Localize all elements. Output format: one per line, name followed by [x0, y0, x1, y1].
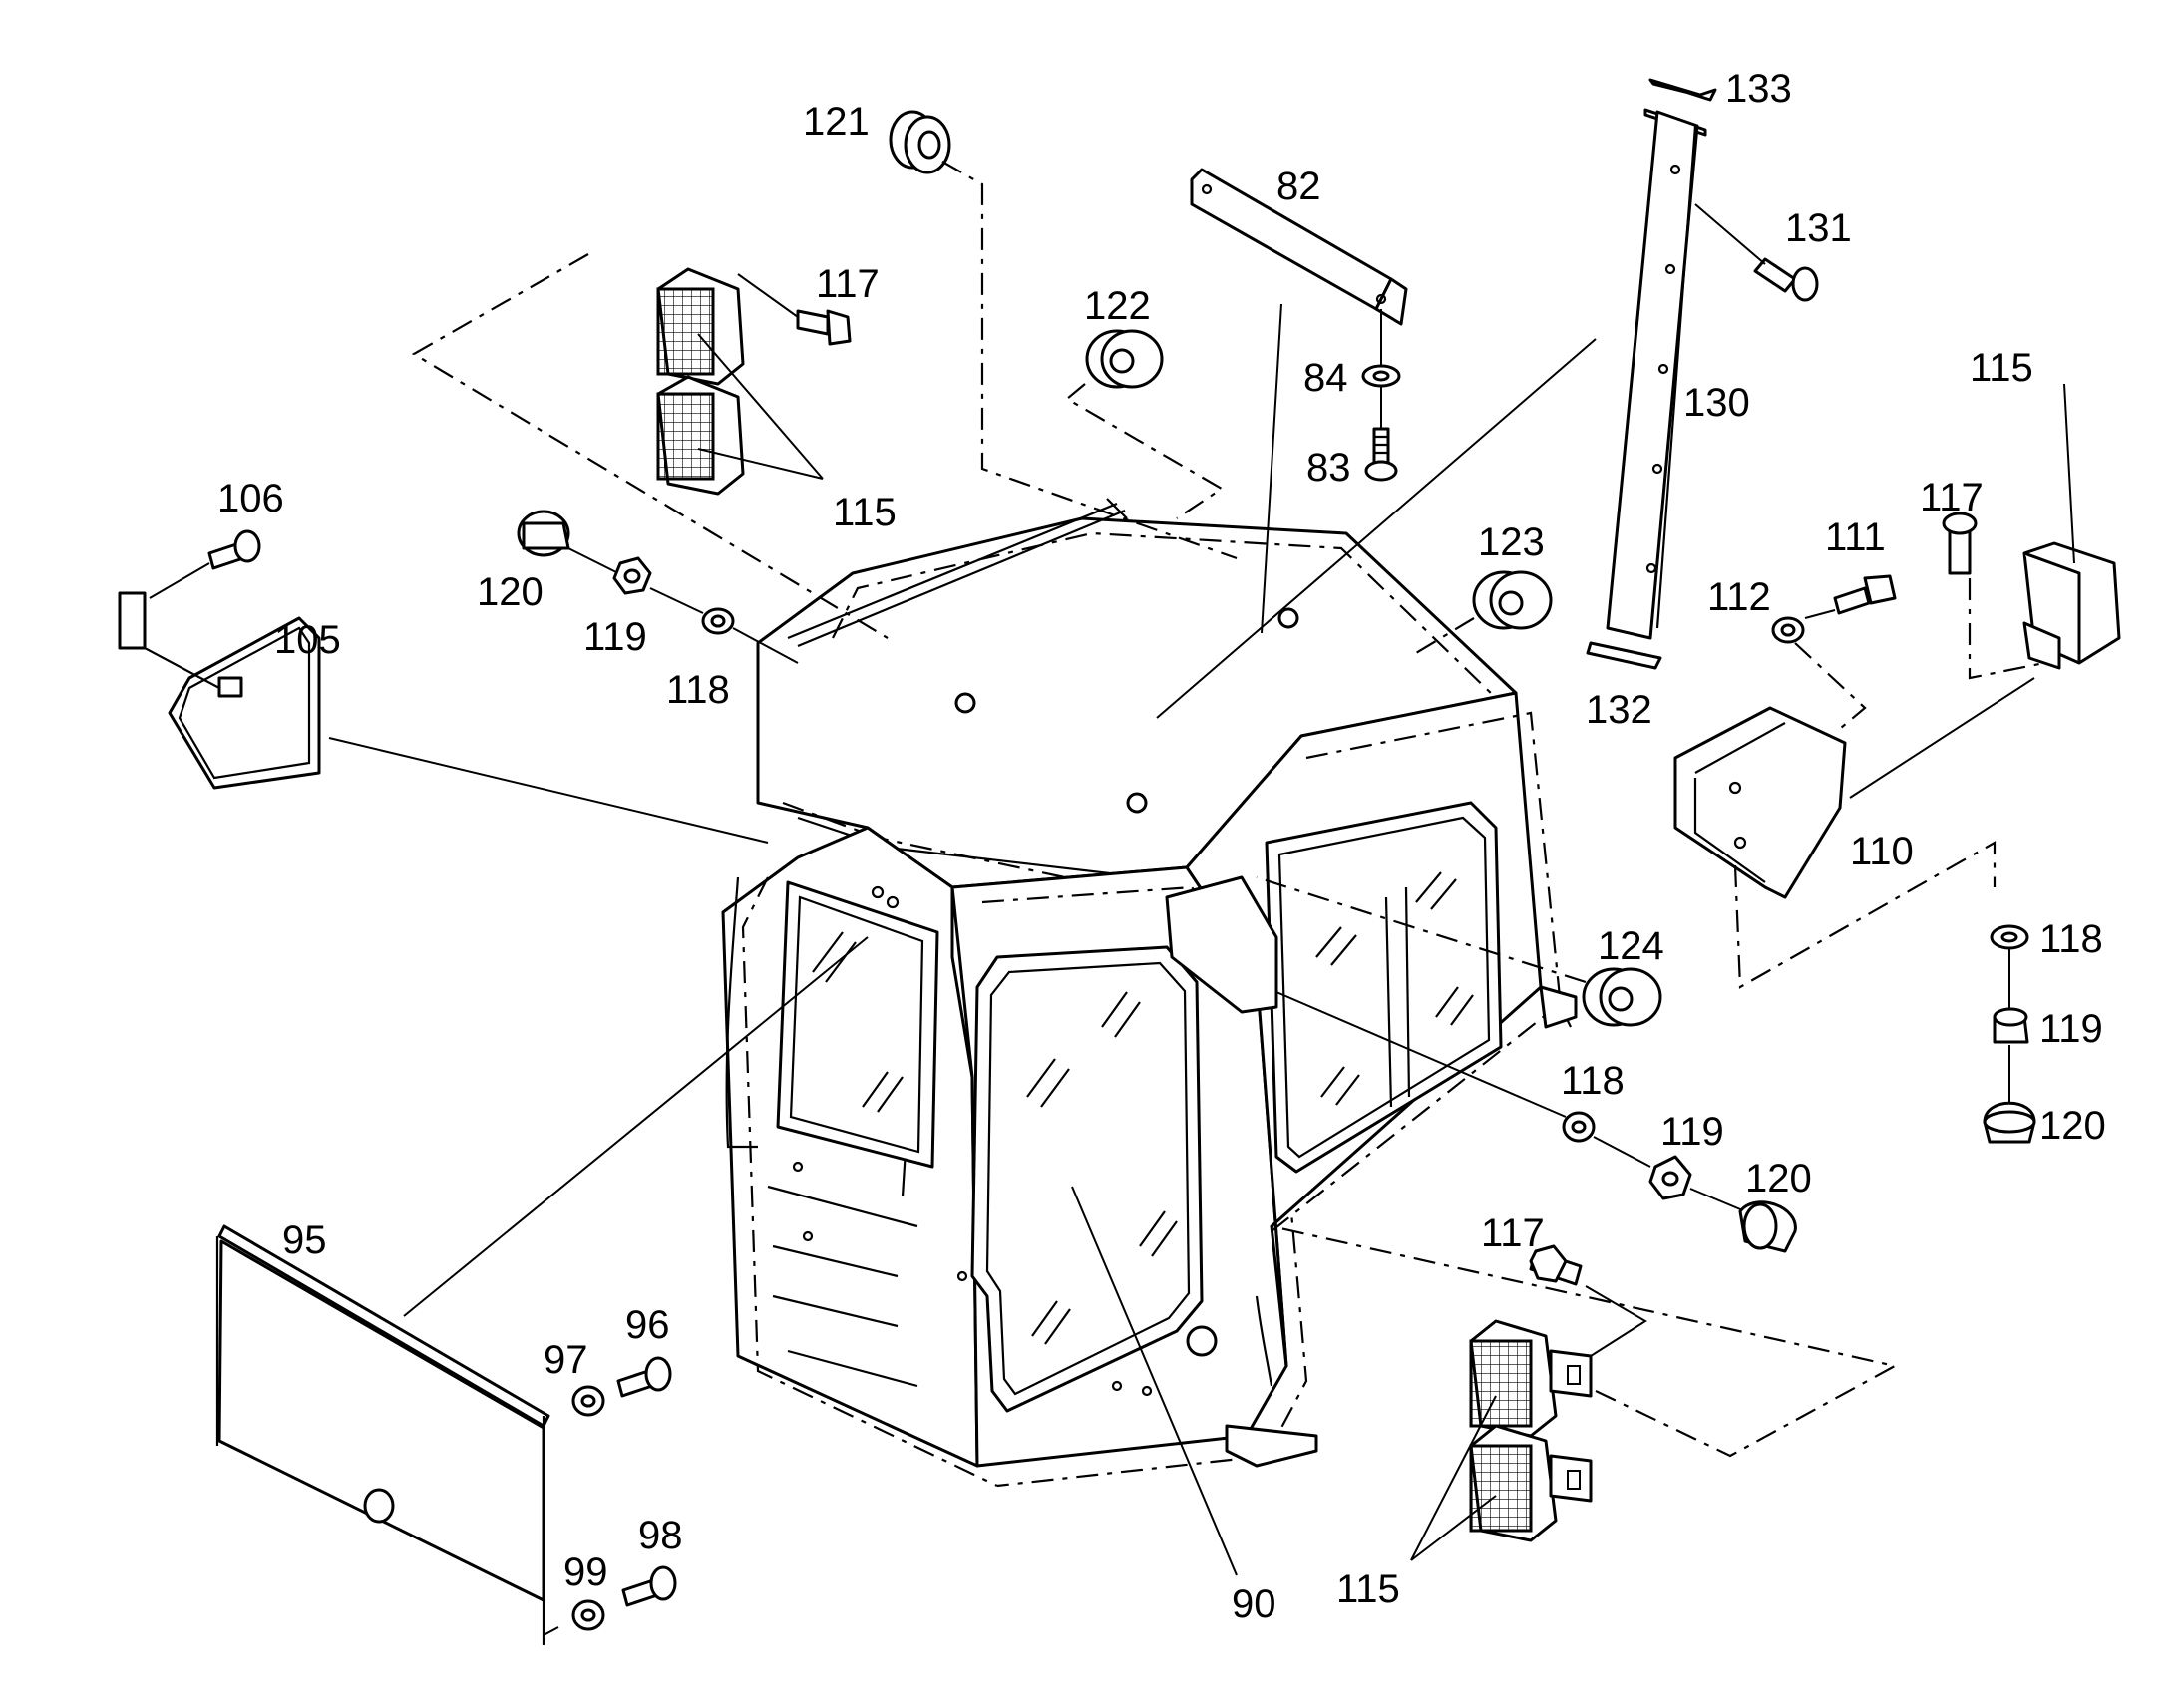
work-lamp-pair-top	[656, 267, 824, 496]
cover-110	[1673, 677, 2035, 989]
sunshade-95	[215, 936, 869, 1645]
grommet-124	[1256, 875, 1662, 1027]
callout-131: 131	[1785, 206, 1852, 250]
nut-119-mid	[1648, 1155, 1746, 1212]
washer-118-left	[701, 607, 799, 664]
bolt-111	[1804, 574, 1897, 619]
grommet-121	[889, 110, 1238, 560]
cap-nut-120-mid	[1738, 1200, 1797, 1253]
callout-118: 118	[2039, 917, 2103, 961]
bolt-117-bottom	[1529, 1244, 1647, 1357]
cap-nut-120-left	[517, 510, 619, 574]
callout-118: 118	[666, 668, 730, 712]
callout-122: 122	[1084, 284, 1151, 328]
strip-130	[1156, 78, 1717, 719]
bolt-106	[149, 529, 261, 599]
nut-119-left	[612, 556, 704, 614]
callout-105: 105	[274, 618, 341, 662]
bolt-98	[621, 1565, 677, 1607]
cab-body	[721, 498, 1578, 1488]
callout-112: 112	[1707, 575, 1771, 619]
cap-nut-120-right	[1983, 1101, 2036, 1144]
callout-82: 82	[1276, 165, 1321, 208]
work-lamp-right	[2022, 383, 2121, 670]
mirror-105	[118, 591, 769, 844]
callout-97: 97	[544, 1338, 588, 1382]
bolt-96	[616, 1356, 672, 1398]
callout-124: 124	[1598, 924, 1664, 968]
callout-118: 118	[1561, 1059, 1625, 1103]
work-lamp-pair-bottom	[1271, 1224, 1899, 1561]
callout-110: 110	[1850, 830, 1914, 873]
callout-120: 120	[477, 570, 544, 614]
screw-131	[1694, 203, 1819, 302]
callout-labels: 121 82 133 117 122 131 84 115 130 83 115…	[217, 67, 2106, 1626]
callout-90: 90	[1232, 1582, 1276, 1626]
bolt-83	[1364, 386, 1398, 482]
washer-97	[571, 1385, 605, 1417]
callout-99: 99	[563, 1550, 608, 1594]
callout-115: 115	[1970, 346, 2033, 390]
callout-96: 96	[625, 1303, 670, 1347]
callout-119: 119	[583, 615, 647, 659]
plate-82	[1190, 168, 1408, 634]
callout-115: 115	[833, 491, 897, 534]
callout-120: 120	[1745, 1157, 1812, 1200]
leader-90	[1071, 1186, 1238, 1576]
callout-117: 117	[1920, 476, 1984, 519]
washer-112	[1771, 616, 1867, 734]
callout-117: 117	[816, 262, 880, 306]
callout-119: 119	[2039, 1007, 2103, 1051]
callout-121: 121	[803, 100, 870, 144]
nut-119-right	[1993, 1007, 2029, 1105]
callout-111: 111	[1825, 515, 1886, 559]
callout-119: 119	[1660, 1110, 1724, 1154]
callout-84: 84	[1303, 356, 1348, 400]
bolt-117-top	[737, 273, 852, 346]
callout-120: 120	[2039, 1104, 2106, 1148]
grommet-123	[1415, 570, 1553, 654]
callout-106: 106	[217, 477, 284, 520]
callout-133: 133	[1725, 67, 1792, 111]
grommet-122	[1065, 329, 1225, 519]
washer-118-mid	[1275, 991, 1651, 1168]
callout-117: 117	[1481, 1211, 1545, 1255]
washer-99	[543, 1599, 605, 1636]
washer-118-right	[1990, 924, 2029, 1009]
callout-130: 130	[1683, 381, 1750, 425]
callout-95: 95	[282, 1218, 327, 1262]
bolt-117-right	[1942, 512, 2045, 680]
callout-98: 98	[638, 1514, 683, 1557]
callout-123: 123	[1478, 520, 1545, 564]
callout-83: 83	[1306, 446, 1351, 490]
callout-115: 115	[1336, 1567, 1400, 1611]
callout-132: 132	[1586, 688, 1652, 732]
assembly-guide-top-lamps	[411, 253, 889, 639]
